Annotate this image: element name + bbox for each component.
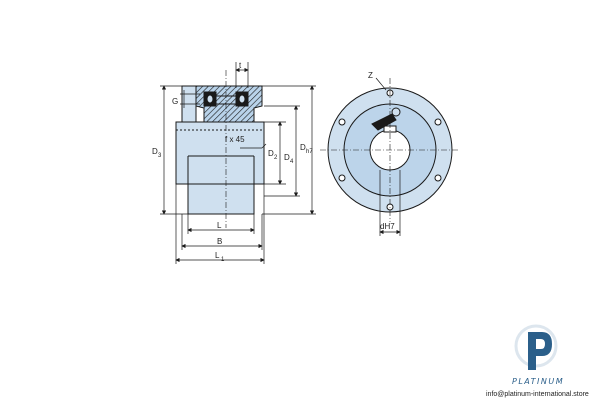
mount-hole-6 [434, 174, 442, 182]
z-leader [375, 77, 387, 91]
dim-label-d3-sub: 3 [158, 153, 162, 159]
hub-lower [187, 183, 255, 215]
dim-label-d4: D [284, 153, 290, 162]
roller-right [238, 94, 246, 104]
mount-hole-5 [338, 174, 346, 182]
platinum-logo [514, 324, 558, 370]
dim-label-z: Z [368, 71, 373, 80]
dim-label-l: L [217, 221, 222, 230]
lever-pin [391, 107, 401, 117]
side-section-view [175, 85, 265, 215]
dim-label-d3: D [152, 147, 158, 156]
logo-p-shape [528, 332, 552, 370]
main-body [175, 121, 265, 185]
mount-hole-3 [338, 118, 346, 126]
dim-label-l1-sub: 1 [221, 257, 225, 263]
lever-detail [371, 113, 397, 131]
dim-label-g: G [172, 97, 178, 106]
dim-label-d2-sub: 2 [274, 155, 278, 161]
dim-label-d4-sub: 4 [290, 159, 294, 165]
brand-email: info@platinum-international.store [486, 391, 589, 398]
dim-label-dh7: D [300, 143, 306, 152]
dim-label-dh7-front: dH7 [380, 222, 395, 231]
dh7-dimension [379, 170, 401, 236]
dimension-lines-side [160, 62, 316, 264]
dim-label-f45: f x 45 [225, 135, 245, 144]
dim-label-dh7-sub: h7 [306, 149, 313, 155]
dim-label-d2: D [268, 149, 274, 158]
dim-label-t: t [239, 61, 242, 70]
roller-left [206, 94, 214, 104]
brand-name: PLATINUM [512, 377, 564, 386]
centre-lines-front [320, 78, 460, 222]
mount-hole-4 [434, 118, 442, 126]
dim-label-b: B [217, 237, 222, 246]
dim-label-l1: L [215, 251, 220, 260]
